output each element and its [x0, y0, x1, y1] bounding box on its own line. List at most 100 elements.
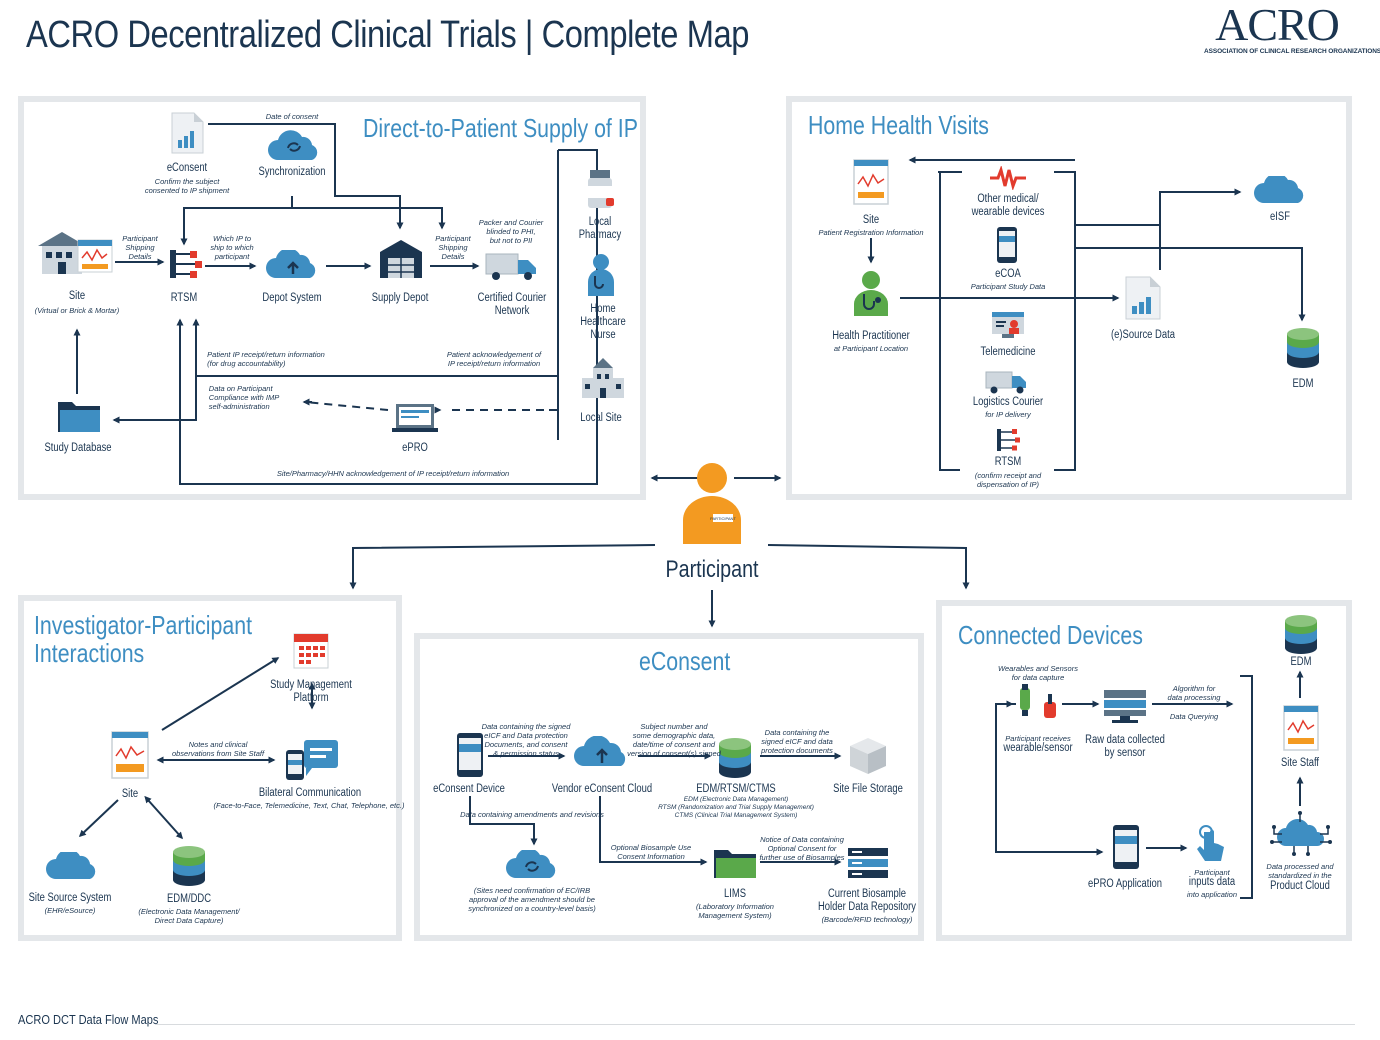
local-site-building-icon	[582, 358, 624, 398]
hhv-site-label: Site	[862, 214, 880, 226]
econsent-document-icon	[171, 112, 204, 154]
note-shipping-details-2: Participant Shipping Details	[435, 234, 471, 261]
eisf-cloud-icon	[1254, 176, 1304, 203]
bilateral-label: Bilateral Communication	[258, 787, 362, 799]
participant-person-icon	[683, 463, 741, 544]
econ-note-signed-eicf: Data containing the signed eICF and Data…	[481, 722, 571, 758]
ipi-site-label: Site	[121, 788, 139, 800]
footer-text: ACRO DCT Data Flow Maps	[18, 1012, 159, 1027]
health-practitioner-note: at Participant Location	[833, 344, 909, 353]
hhv-site-note: Patient Registration Information	[818, 228, 924, 237]
depot-system-label: Depot System	[262, 292, 322, 304]
lims-note: (Laboratory Information Management Syste…	[696, 902, 774, 920]
page-title: ACRO Decentralized Clinical Trials | Com…	[26, 14, 749, 56]
note-patient-ack: Patient acknowledgement of IP receipt/re…	[446, 350, 542, 368]
study-database-label: Study Database	[44, 442, 112, 454]
econ-edm-database-icon	[719, 738, 751, 778]
sync-cloud-icon	[268, 130, 318, 160]
econsent-device-icon	[457, 733, 483, 777]
bilateral-note: (Face-to-Face, Telemedicine, Text, Chat,…	[213, 801, 405, 810]
note-compliance: Data on Participant Compliance with IMP …	[208, 384, 280, 411]
epro-label: ePRO	[402, 442, 428, 454]
esource-label: (e)Source Data	[1111, 329, 1175, 341]
notes-observations: Notes and clinical observations from Sit…	[171, 740, 265, 758]
site-file-storage-icon	[850, 738, 886, 774]
econ-note-protection-docs: Data containing the signed eICF and data…	[761, 728, 833, 755]
logo-word: ACRO	[1215, 0, 1340, 50]
note-which-ip: Which IP to ship to which participant	[210, 234, 254, 261]
rtsm-icon	[170, 250, 202, 278]
logistics-label: Logistics Courier	[972, 396, 1044, 408]
ecoa-note: Participant Study Data	[970, 282, 1046, 291]
ipi-title: Investigator-Participant Interactions	[34, 610, 253, 668]
site-file-storage-label: Site File Storage	[833, 783, 903, 795]
wearable-label: Other medical/ wearable devices	[971, 193, 1045, 218]
panel-econsent	[414, 633, 924, 941]
econsent-label: eConsent	[166, 162, 208, 174]
econ-note-further-use: Notice of Data containing Optional Conse…	[759, 835, 845, 862]
epro-app-label: ePRO Application	[1088, 878, 1162, 890]
econ-note-biosample-use: Optional Biosample Use Consent Informati…	[610, 843, 692, 861]
participant-label: Participant	[665, 556, 759, 583]
site-source-label: Site Source System	[28, 892, 112, 904]
ipi-edm-database-icon	[173, 846, 205, 886]
lims-folder-icon	[714, 850, 756, 878]
econ-title: eConsent	[639, 646, 731, 676]
ecoa-label: eCOA	[995, 268, 1021, 280]
wearable-pulse-icon	[990, 166, 1026, 190]
touch-hand-icon	[1197, 825, 1224, 861]
depot-cloud-icon	[266, 250, 316, 278]
panel-direct-to-patient	[18, 96, 646, 500]
dtp-title: Direct-to-Patient Supply of IP	[363, 113, 638, 143]
econsent-note: Confirm the subject consented to IP ship…	[144, 177, 230, 195]
supply-depot-label: Supply Depot	[371, 292, 429, 304]
rtsm-label: RTSM	[170, 292, 198, 304]
site-source-cloud-icon	[46, 852, 96, 879]
eisf-label: eISF	[1270, 211, 1290, 223]
cd-wear-note: Participant receives	[1005, 734, 1071, 743]
smp-label: Study Management Platform	[270, 679, 352, 704]
cd-inputs-pre: Participant	[1194, 868, 1230, 877]
courier-truck-icon	[485, 253, 536, 280]
telemedicine-icon	[992, 312, 1024, 338]
esource-document-icon	[1125, 276, 1161, 320]
econ-note-irb-approval: (Sites need confirmation of EC/IRB appro…	[468, 886, 596, 913]
epro-laptop-icon	[392, 404, 438, 432]
cd-title: Connected Devices	[958, 620, 1143, 650]
raw-data-server-icon	[1104, 690, 1146, 723]
logistics-truck-icon	[985, 371, 1026, 394]
site-source-note: (EHR/eSource)	[44, 906, 96, 915]
biosample-server-icon	[848, 848, 888, 878]
ecoa-phone-icon	[997, 227, 1017, 263]
edm-database-icon	[1287, 328, 1319, 368]
footer-divider	[155, 1024, 1355, 1025]
cd-edm-label: EDM	[1290, 656, 1312, 668]
econ-edm-note: EDM (Electronic Data Management) RTSM (R…	[658, 796, 814, 819]
cd-inputs-note: into application	[1186, 890, 1238, 899]
hhv-title: Home Health Visits	[808, 110, 989, 140]
dtp-site-label: Site	[68, 290, 86, 302]
sync-label: Synchronization	[258, 166, 326, 178]
health-practitioner-icon	[854, 271, 888, 316]
wearable-sensor-icon	[1020, 684, 1056, 718]
cd-edm-database-icon	[1285, 615, 1317, 654]
hhv-site-screen-icon	[853, 159, 889, 205]
health-practitioner-label: Health Practitioner	[832, 330, 910, 342]
econsent-device-label: eConsent Device	[433, 783, 505, 795]
biosample-holder-note: (Barcode/RFID technology)	[821, 915, 913, 924]
ipi-edm-label: EDM/DDC	[166, 893, 212, 905]
cd-inputs-label: inputs data	[1188, 876, 1236, 888]
vendor-cloud-label: Vendor eConsent Cloud	[551, 783, 653, 795]
cd-wear-label: wearable/sensor	[1003, 742, 1073, 754]
biosample-holder-label: Current Biosample Holder Data Repository	[817, 888, 917, 913]
lims-label: LIMS	[723, 888, 747, 900]
raw-data-label: Raw data collected by sensor	[1085, 734, 1165, 759]
telemedicine-label: Telemedicine	[980, 346, 1036, 358]
product-cloud-label: Product Cloud	[1270, 880, 1330, 892]
note-ip-receipt: Patient IP receipt/return information (f…	[207, 350, 325, 368]
cd-note-query: Data Querying	[1169, 712, 1219, 721]
econ-note-subject-number: Subject number and some demographic data…	[627, 722, 721, 758]
bilateral-chat-icon	[286, 740, 338, 780]
courier-label: Certified Courier Network	[477, 292, 547, 317]
sync-cloud-econ-icon	[506, 850, 556, 878]
